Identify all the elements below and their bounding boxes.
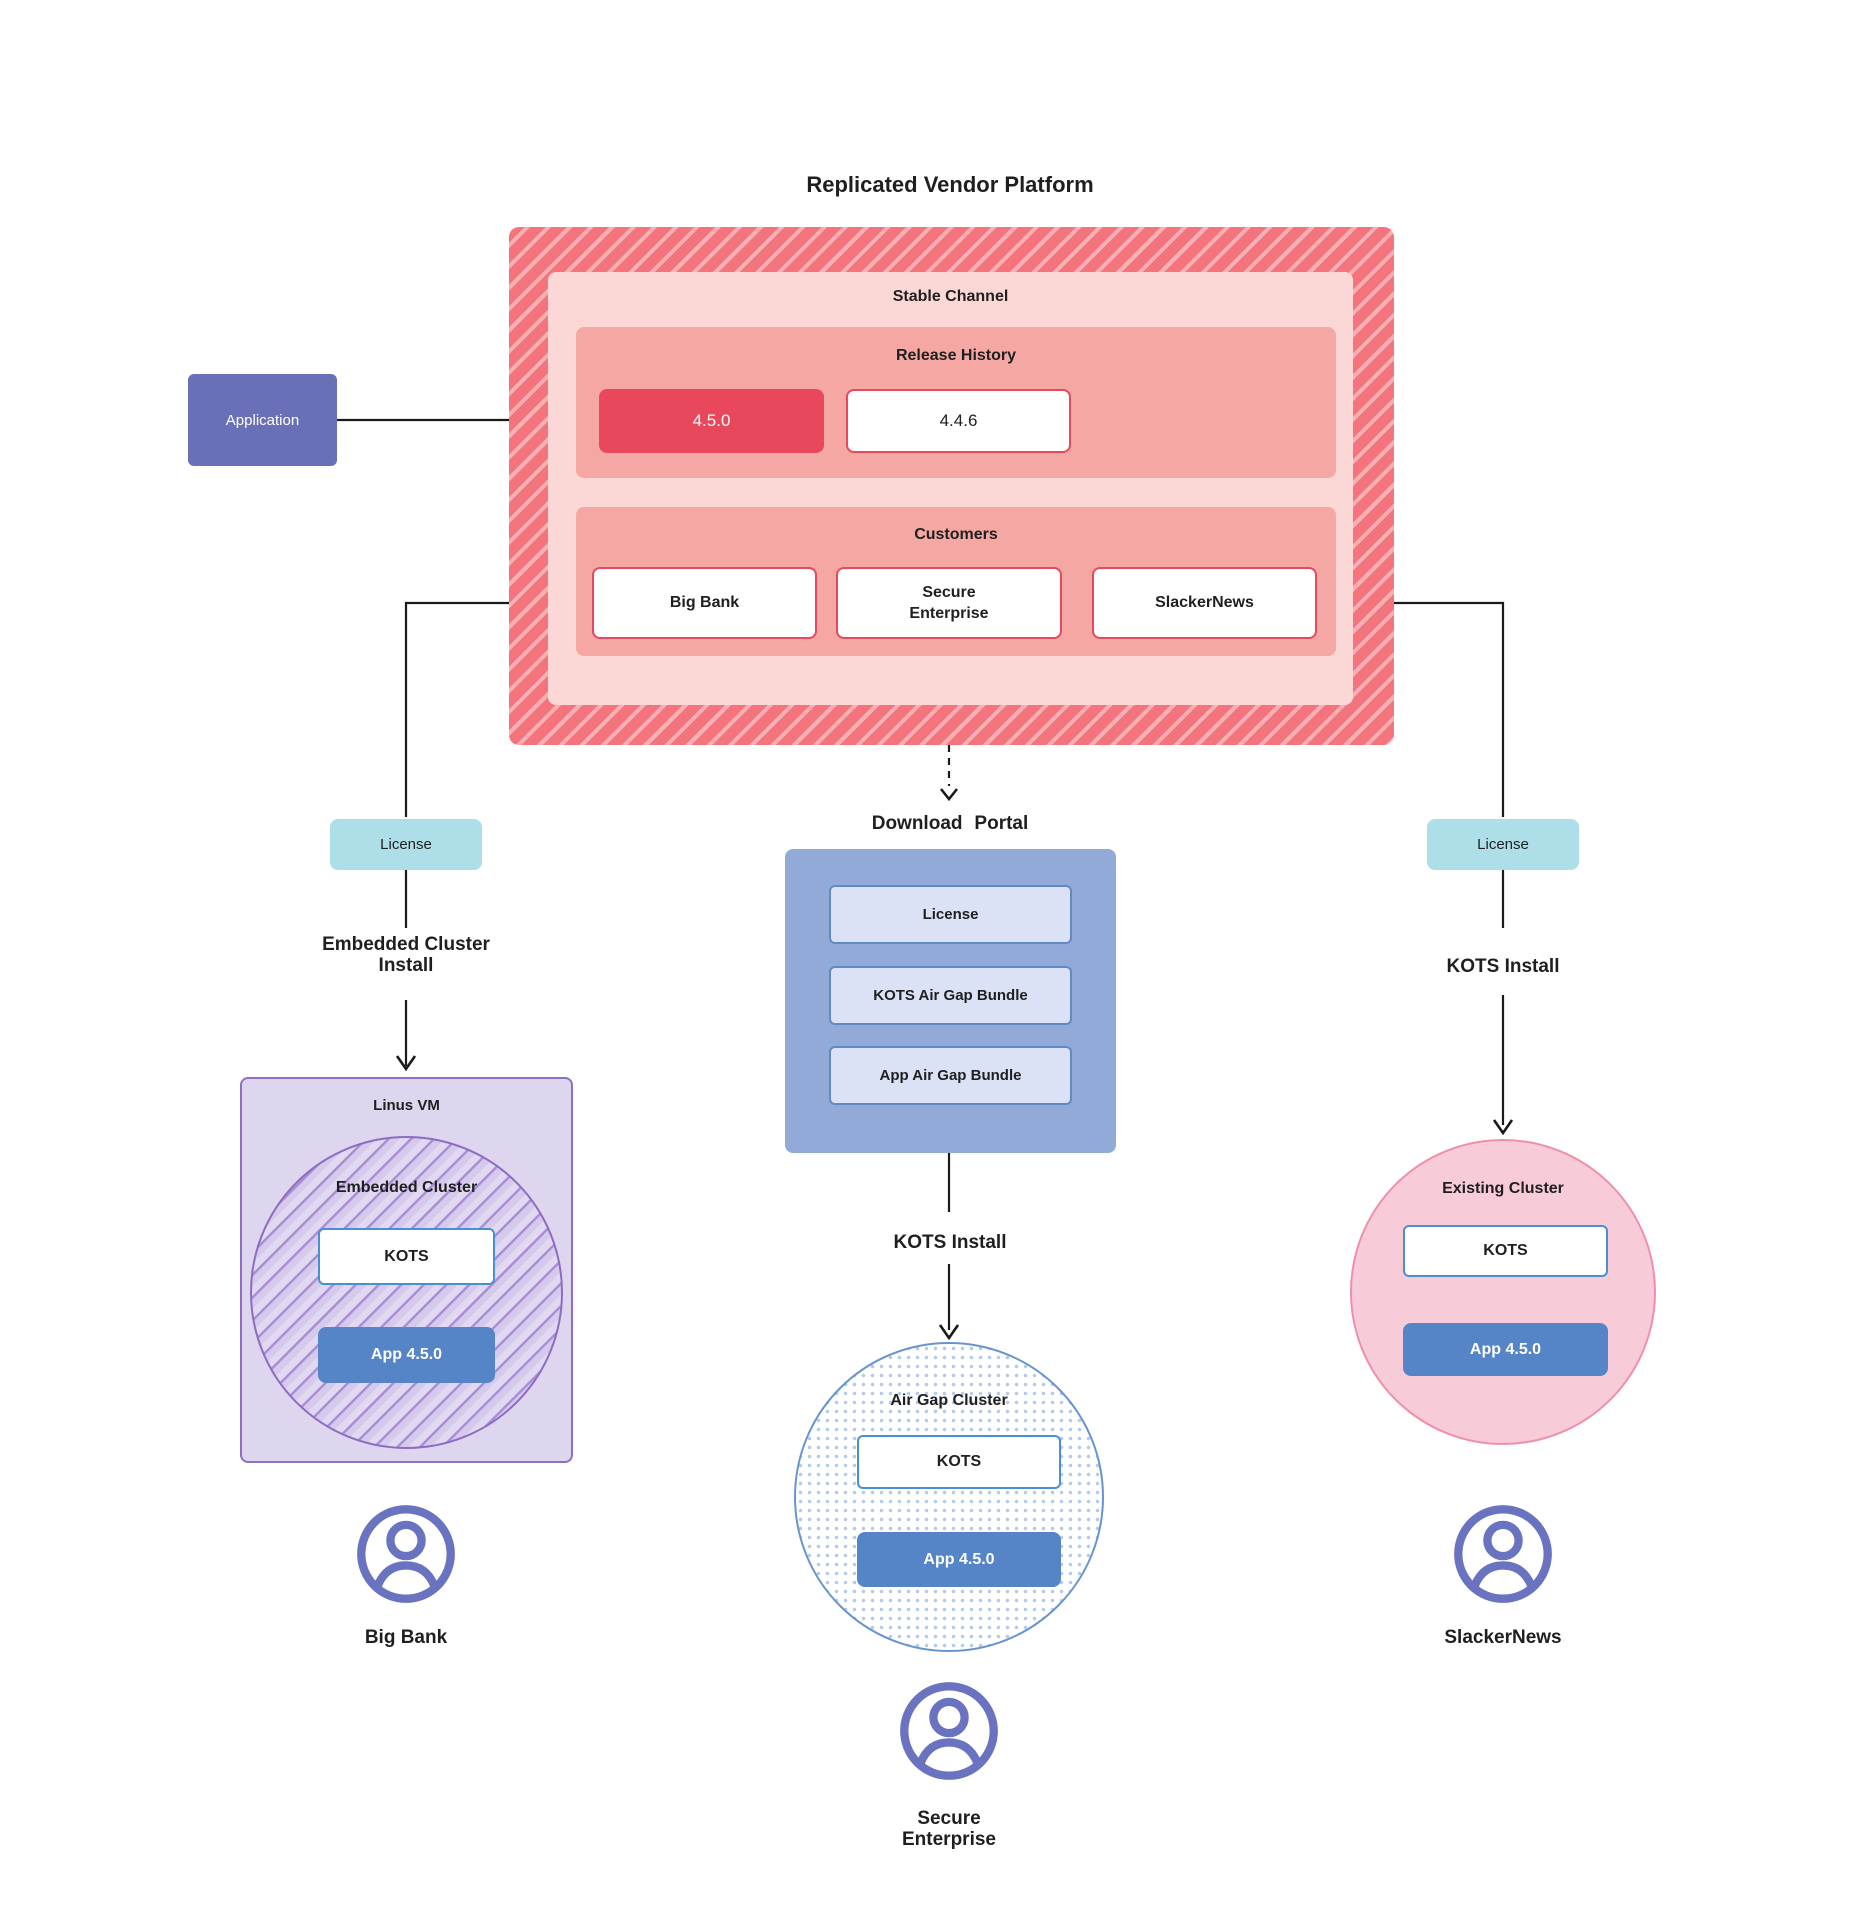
user-icon-slackernews [1454,1505,1552,1603]
app-box-embedded: App 4.5.0 [318,1327,495,1383]
customer-label: Secure Enterprise [909,584,989,622]
diagram-title: Replicated Vendor Platform [806,172,1094,197]
embedded-cluster-install-label: Embedded Cluster Install [322,934,490,976]
kots-box-existing: KOTS [1403,1225,1608,1277]
user-label-big-bank: Big Bank [364,1627,448,1648]
user-label-slackernews: SlackerNews [1444,1627,1562,1648]
linus-vm-label: Linus VM [373,1097,440,1114]
existing-cluster-label: Existing Cluster [1442,1180,1564,1197]
customer-box-secure-enterprise: Secure Enterprise [836,567,1062,639]
release-history-label: Release History [895,347,1017,364]
customer-box-big-bank: Big Bank [592,567,817,639]
user-icon-big-bank [357,1505,455,1603]
customer-label: Big Bank [669,594,740,611]
embedded-cluster-label: Embedded Cluster [335,1179,478,1196]
user-label-secure-enterprise: Secure Enterprise [902,1808,996,1850]
air-gap-cluster-label: Air Gap Cluster [890,1392,1008,1409]
application-box: Application [188,374,337,466]
user-icon-secure-enterprise [900,1682,998,1780]
kots-install-label-right: KOTS Install [1446,956,1560,977]
portal-item-license: License [829,885,1072,944]
kots-box-airgap: KOTS [857,1435,1061,1489]
license-chip-big-bank: License [330,819,482,870]
app-box-airgap: App 4.5.0 [857,1532,1061,1587]
kots-install-label-middle: KOTS Install [893,1232,1007,1253]
embedded-cluster-circle [250,1136,563,1449]
portal-item-app-bundle: App Air Gap Bundle [829,1046,1072,1105]
portal-item-kots-bundle: KOTS Air Gap Bundle [829,966,1072,1025]
license-chip-slackernews: License [1427,819,1579,870]
customer-box-slackernews: SlackerNews [1092,567,1317,639]
release-box-current: 4.5.0 [599,389,824,453]
stable-channel-label: Stable Channel [892,288,1009,305]
existing-cluster-circle [1350,1139,1656,1445]
kots-box-embedded: KOTS [318,1228,495,1285]
air-gap-cluster-circle [794,1342,1104,1652]
customers-label: Customers [914,526,998,543]
release-box-previous: 4.4.6 [846,389,1071,453]
customer-label: SlackerNews [1155,594,1254,611]
app-box-existing: App 4.5.0 [1403,1323,1608,1376]
download-portal-label: Download Portal [871,813,1029,834]
